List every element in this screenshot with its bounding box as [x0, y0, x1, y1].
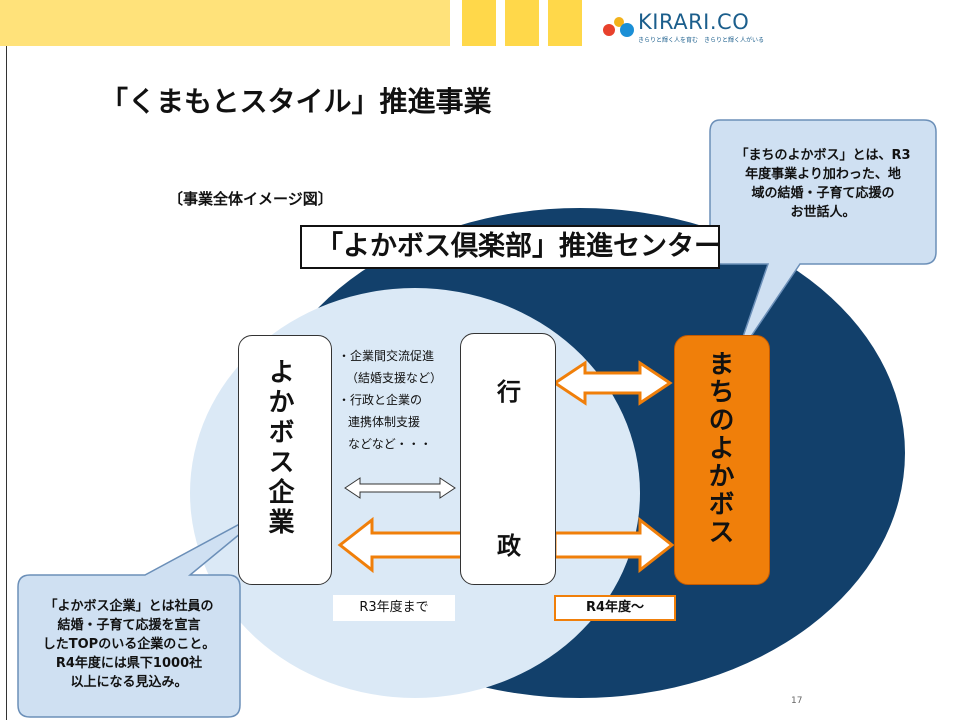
government-box: 行 政 — [460, 333, 556, 585]
callout-line: R4年度には県下1000社 — [55, 656, 203, 671]
yokabos-company-label: よかボス企業 — [264, 358, 294, 538]
page-number: 17 — [791, 696, 803, 706]
r4-label: R4年度～ — [554, 595, 676, 621]
government-label-top: 行 — [497, 378, 521, 406]
page-title: 「くまもとスタイル」推進事業 — [100, 85, 492, 118]
note-line: ・企業間交流促進 — [338, 349, 435, 363]
banner-band — [0, 0, 450, 46]
slide-left-border — [6, 0, 7, 720]
center-title-box: 「よかボス倶楽部」推進センター — [300, 225, 720, 269]
note-line: などなど・・・ — [348, 437, 432, 451]
logo-dots-icon — [603, 17, 634, 37]
note-line: （結婚支援など） — [346, 371, 443, 385]
callout-line: 以上になる見込み。 — [70, 675, 188, 690]
machi-yokabos-box: まちのよかボス — [674, 335, 770, 585]
banner-block — [505, 0, 539, 46]
yokabos-company-box: よかボス企業 — [238, 335, 332, 585]
note-line: ・行政と企業の — [338, 393, 423, 407]
government-label-bottom: 政 — [497, 532, 521, 560]
callout-line: 域の結婚・子育て応援の — [751, 186, 895, 201]
callout-line: 「よかボス企業」とは社員の — [44, 599, 214, 614]
top-banner: KIRARI.CO きらりと輝く人を育む きらりと輝く人がいる — [0, 0, 961, 46]
diagram-caption: 〔事業全体イメージ図〕 — [168, 190, 333, 208]
double-arrow-small — [344, 477, 456, 499]
callout-line: 年度事業より加わった、地 — [745, 167, 901, 182]
callout-top-shape — [709, 119, 937, 361]
brand-tagline: きらりと輝く人を育む きらりと輝く人がいる — [638, 37, 765, 44]
callout-bottom-shape — [17, 504, 276, 718]
banner-block — [548, 0, 582, 46]
callout-line: お世話人。 — [790, 205, 856, 220]
orange-right-arrow — [553, 516, 675, 574]
banner-block — [462, 0, 496, 46]
callout-line: 結婚・子育て応援を宣言 — [57, 618, 201, 633]
r3-label: R3年度まで — [333, 595, 455, 621]
mid-notes: ・企業間交流促進 （結婚支援など） ・行政と企業の 連携体制支援 などなど・・・ — [338, 345, 442, 455]
brand-logo: KIRARI.CO きらりと輝く人を育む きらりと輝く人がいる — [600, 10, 820, 44]
orange-double-arrow — [552, 360, 673, 406]
callout-line: したTOPのいる企業のこと。 — [42, 637, 216, 652]
brand-name: KIRARI.CO — [638, 10, 750, 34]
callout-bottom-text: 「よかボス企業」とは社員の 結婚・子育て応援を宣言 したTOPのいる企業のこと。… — [22, 597, 236, 692]
callout-top-text: 「まちのよかボス」とは、R3 年度事業より加わった、地 域の結婚・子育て応援の … — [716, 146, 930, 222]
callout-line: 「まちのよかボス」とは、R3 — [735, 148, 911, 163]
note-line: 連携体制支援 — [348, 415, 421, 429]
machi-yokabos-label: まちのよかボス — [704, 350, 734, 546]
